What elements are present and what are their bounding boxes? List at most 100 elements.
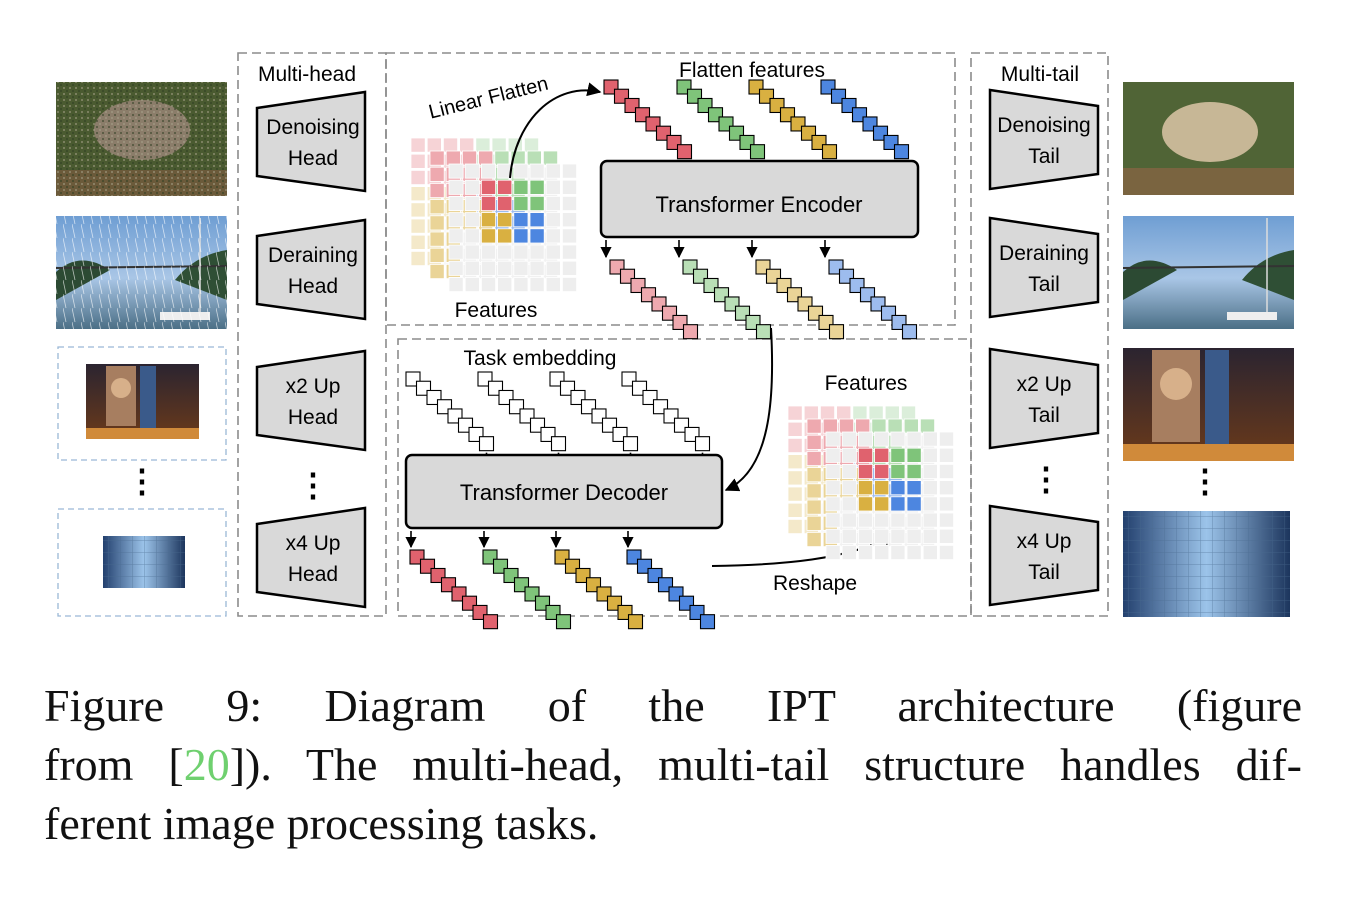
feature-cell [445,150,461,166]
feature-cell [787,421,803,437]
output-image-large-city [1123,348,1294,461]
feature-cell [429,231,445,247]
feature-cell [922,528,938,544]
feature-cell [839,418,855,434]
encoder-output-tokens [600,240,918,340]
token [550,436,567,452]
token-stack [482,549,572,630]
caption-line-2-end: ]). The multi-head, multi-tail structure… [229,739,1302,790]
feature-cell [562,163,578,179]
feature-cell [841,447,857,463]
feature-cell [939,545,955,561]
feature-cell [874,480,890,496]
feature-cell [464,179,480,195]
token-stack [603,79,693,182]
token [828,324,845,340]
feature-cell [448,195,464,211]
feature-cell [841,528,857,544]
feature-cell [429,166,445,182]
token-stack [621,371,711,472]
feature-cell [825,512,841,528]
head-block-3: x2 Up Head [255,349,367,452]
feature-cell [787,470,803,486]
feature-cell [806,499,822,515]
head-label-line: Head [288,406,338,429]
feature-cell [513,179,529,195]
feature-cell [787,437,803,453]
feature-cell [562,212,578,228]
encoder-region [385,52,956,326]
flatten-features-label: Flatten features [679,59,825,82]
tail-label-line: Denoising [997,114,1090,137]
citation-link[interactable]: 20 [183,739,230,790]
ipt-architecture-diagram: ⋮ Multi-head DenoisingHeadDerainingHeadx… [55,52,1295,630]
feature-cell [497,244,513,260]
feature-cell [545,179,561,195]
feature-cell [448,163,464,179]
feature-cell [464,276,480,292]
feature-cell [787,519,803,535]
feature-cell [497,179,513,195]
feature-cell [529,163,545,179]
multi-head-label: Multi-head [258,63,356,86]
feature-cell [429,199,445,215]
caption-line-1: Figure 9: Diagram of the IPT architectur… [44,680,1302,731]
feature-cell [545,244,561,260]
feature-cell [529,212,545,228]
feature-cell [884,405,900,421]
head-label-line: x4 Up [286,532,341,555]
feature-cell [429,263,445,279]
feature-cell [545,228,561,244]
feature-cell [806,483,822,499]
task-embedding-tokens [405,371,711,472]
output-image-clean-bird [1123,82,1294,195]
feature-cell [524,137,540,153]
reshape-label: Reshape [773,572,857,595]
feature-cell [562,179,578,195]
tail-label-line: x2 Up [1017,373,1072,396]
feature-cell [922,431,938,447]
feature-cell [562,260,578,276]
feature-cell [922,463,938,479]
feature-cell [480,212,496,228]
feature-cell [513,276,529,292]
feature-cell [825,447,841,463]
feature-cell [545,276,561,292]
feature-cell [529,260,545,276]
feature-cell [871,418,887,434]
feature-cell [562,228,578,244]
feature-cell [410,153,426,169]
feature-cell [529,195,545,211]
feature-cell [464,195,480,211]
tail-label-line: Deraining [999,242,1089,265]
figure-caption: Figure 9: Diagram of the IPT architectur… [44,676,1302,853]
head-label-line: Deraining [268,244,358,267]
feature-cell [939,447,955,463]
feature-cell [841,463,857,479]
feature-cell [806,434,822,450]
feature-cell [939,480,955,496]
feature-cell [858,463,874,479]
feature-cell [526,150,542,166]
feature-cell [491,137,507,153]
feature-cell [858,431,874,447]
feature-cell [825,528,841,544]
feature-cell [513,244,529,260]
feature-cell [806,418,822,434]
feature-cell [410,234,426,250]
features-top-label: Features [455,299,538,322]
output-ellipsis: ⋮ [1189,463,1221,499]
feature-cell [475,137,491,153]
feature-cell [410,218,426,234]
decoder-output-tokens [405,531,716,630]
token-stack [477,371,567,472]
feature-cell [855,418,871,434]
head-label-line: x2 Up [286,375,341,398]
head-label-line: Denoising [266,116,359,139]
feature-cell [429,215,445,231]
transformer-decoder-label: Transformer Decoder [460,480,668,505]
feature-cell [906,545,922,561]
feature-cell [906,528,922,544]
feature-cell [836,405,852,421]
